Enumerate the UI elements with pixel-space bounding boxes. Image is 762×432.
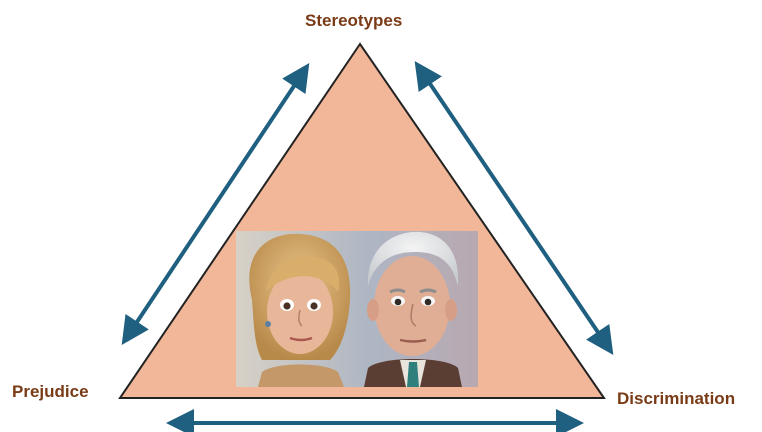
elderly-couple-illustration — [236, 231, 478, 387]
label-stereotypes: Stereotypes — [305, 11, 402, 31]
label-discrimination: Discrimination — [617, 389, 735, 409]
label-prejudice: Prejudice — [12, 382, 89, 402]
